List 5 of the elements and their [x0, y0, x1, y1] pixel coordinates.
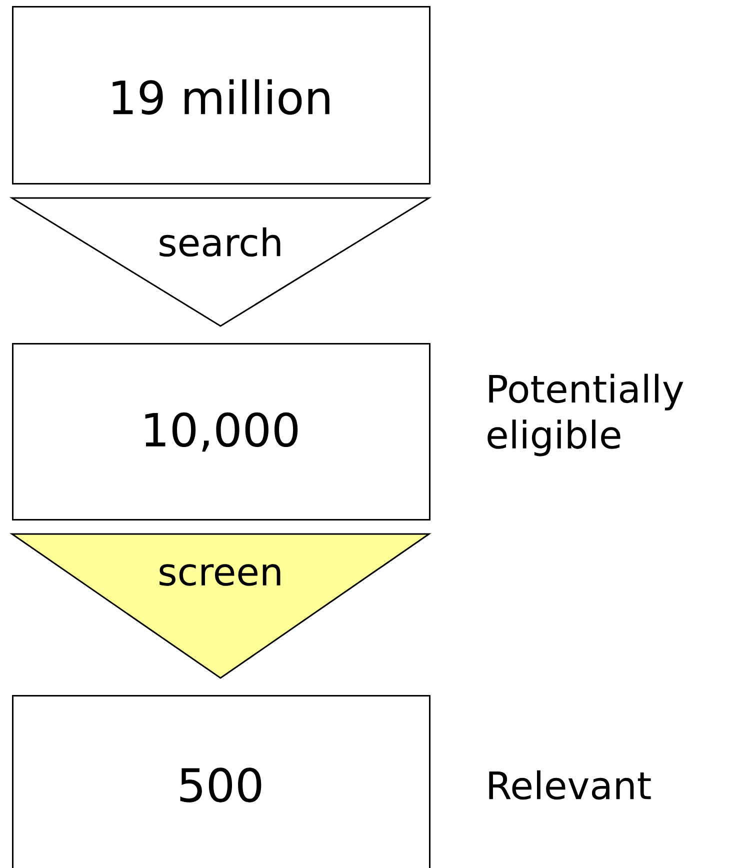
box: 500 — [12, 695, 430, 868]
box: 10,000 — [12, 343, 430, 520]
side-label: Potentially eligible — [488, 374, 684, 456]
box: 19 million — [12, 6, 430, 184]
side-label: Relevant — [489, 770, 651, 800]
